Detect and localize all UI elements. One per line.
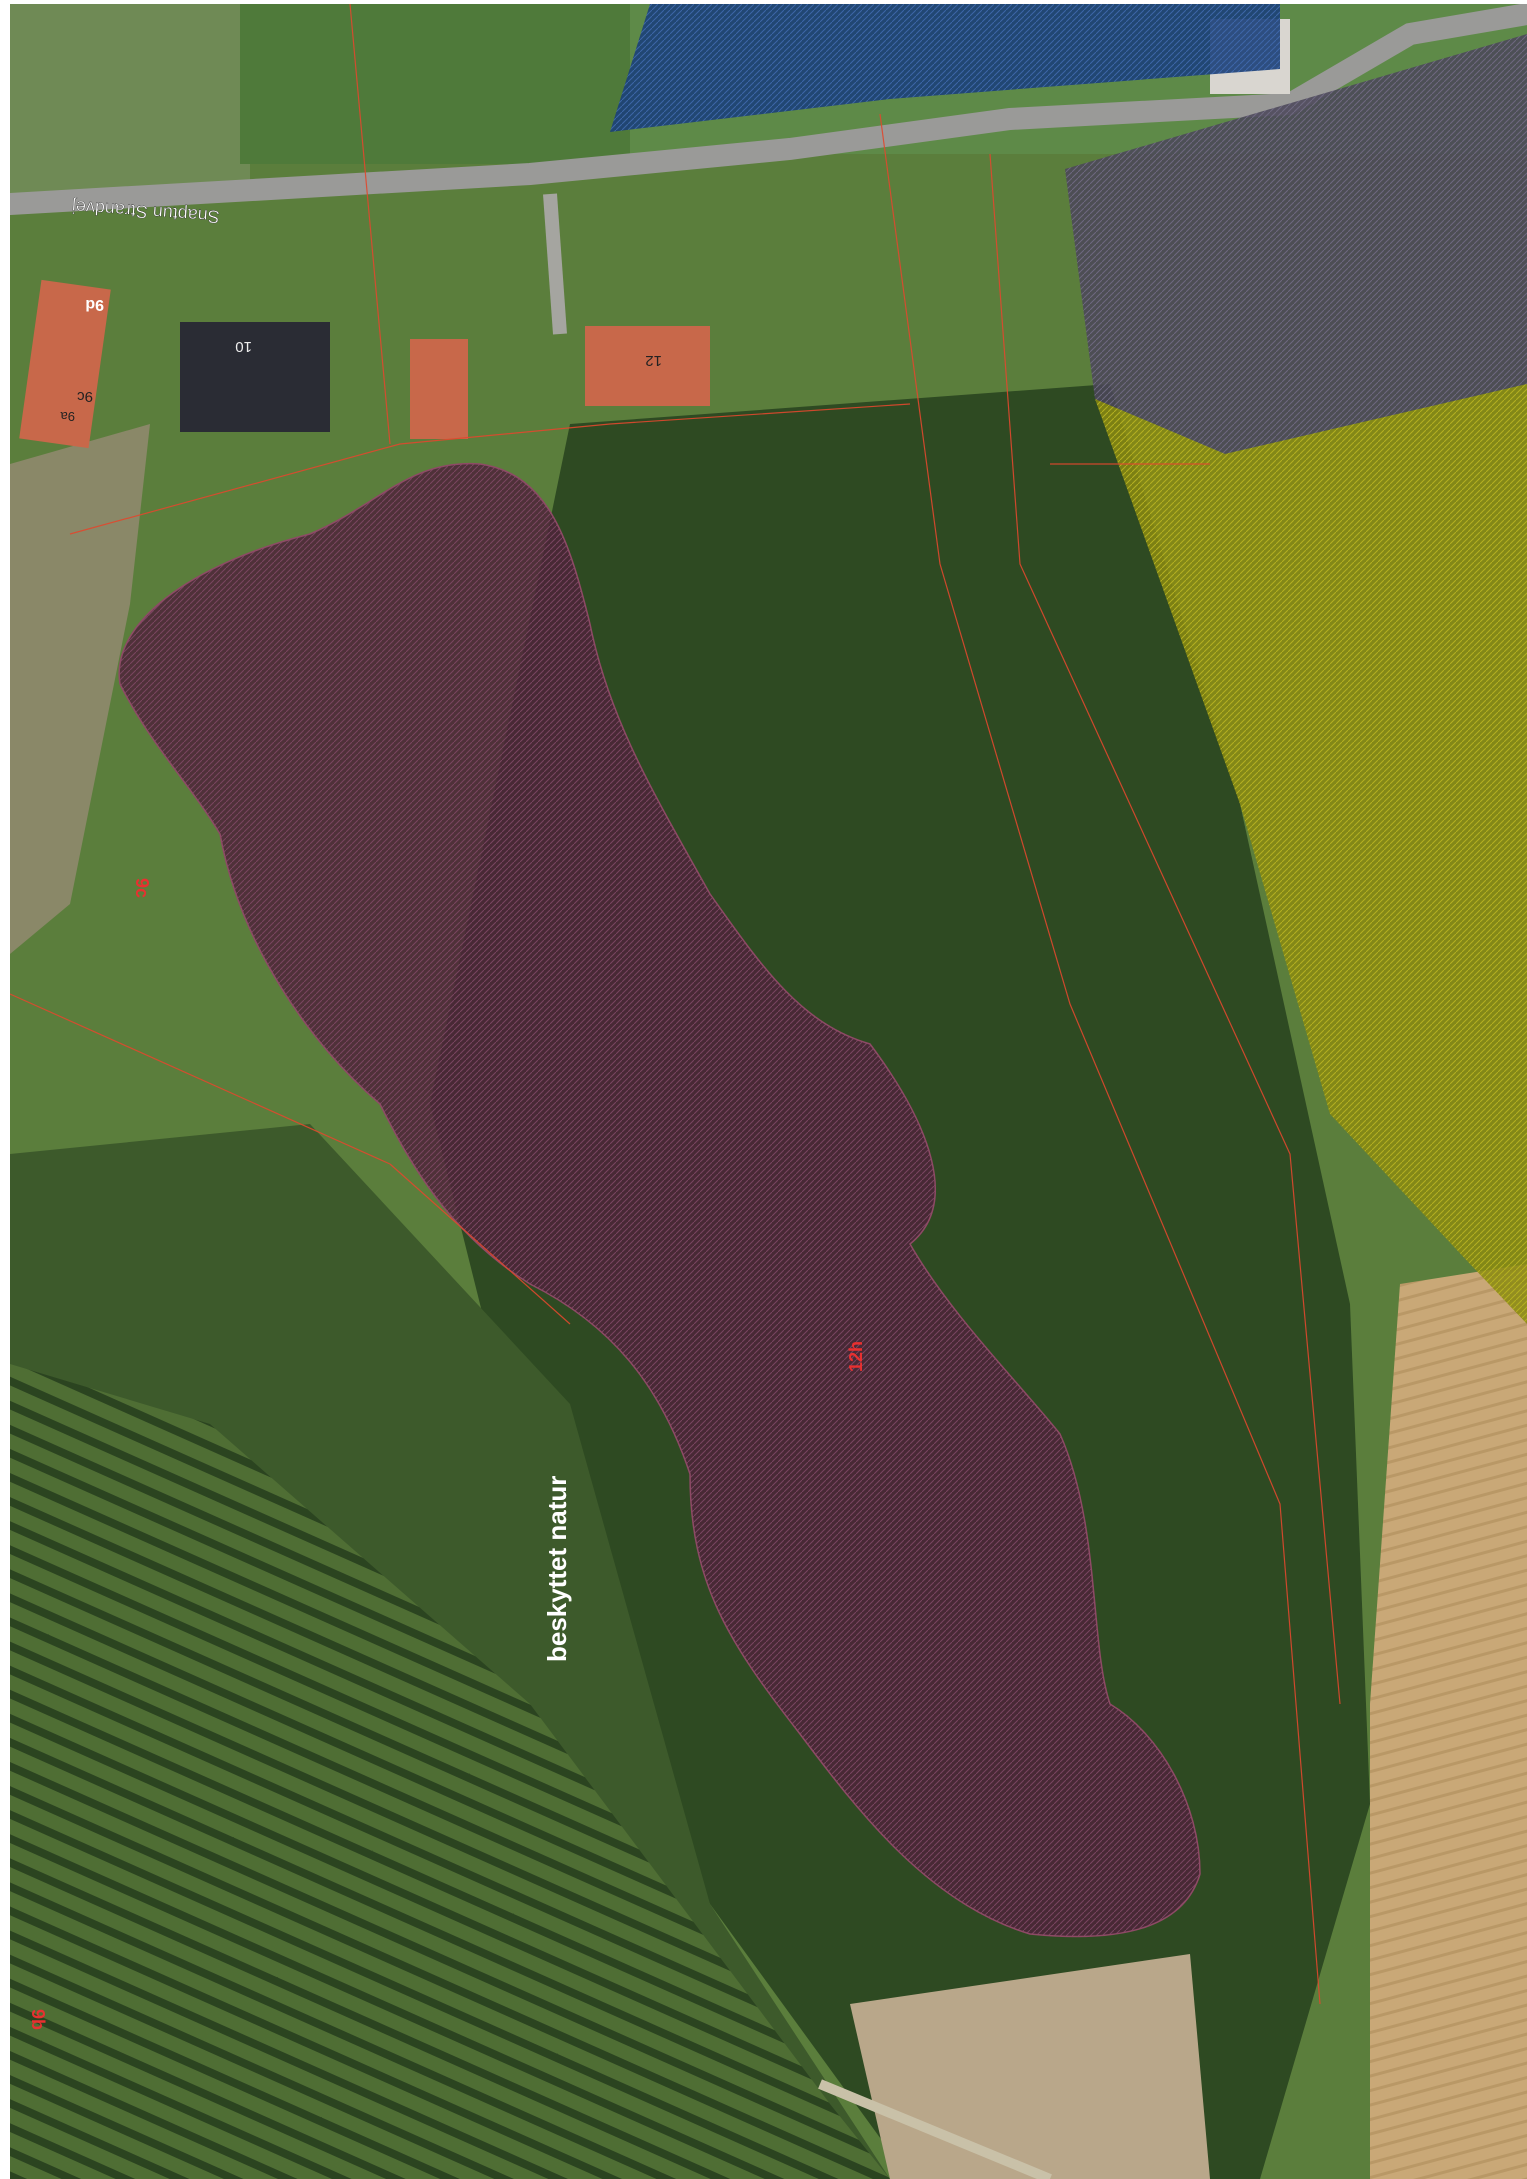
- house-number-9a: 9a: [60, 409, 75, 424]
- protected-nature-label: beskyttet natur: [542, 1476, 572, 1662]
- driveway: [543, 193, 567, 335]
- house-number-9d: 9d: [85, 296, 104, 313]
- farm-track: [818, 2079, 1052, 2179]
- protected-area-12h[interactable]: [118, 462, 1201, 1938]
- orchard: [10, 1364, 890, 2179]
- sand-area: [850, 1954, 1210, 2179]
- parcel-label-12h: 12h: [846, 1341, 866, 1372]
- field-top-left: [10, 4, 250, 194]
- arable-field-right: [1370, 1264, 1527, 2179]
- road[interactable]: [10, 4, 1527, 215]
- parcel-label-9b: 9b: [28, 2009, 48, 2030]
- house-9d[interactable]: [19, 279, 111, 449]
- cadastre-lines: [10, 4, 1341, 2005]
- field-top-middle: [240, 4, 640, 164]
- house-10[interactable]: [180, 322, 330, 432]
- house-12[interactable]: [585, 326, 710, 406]
- water-zone[interactable]: [610, 4, 1280, 132]
- house-number-12: 12: [645, 352, 662, 369]
- house-number-9c: 9c: [77, 388, 93, 405]
- meadow-left: [10, 424, 150, 954]
- parcel-label-9c: 9c: [132, 878, 152, 898]
- aerial-map[interactable]: Snaptun Strandvej 9d 9c 10 12 9a 9c 9b 1…: [10, 4, 1527, 2179]
- house-number-10: 10: [235, 338, 252, 355]
- outbuilding[interactable]: [410, 339, 468, 439]
- built-zone[interactable]: [1065, 34, 1527, 454]
- arable-zone[interactable]: [1095, 384, 1527, 1324]
